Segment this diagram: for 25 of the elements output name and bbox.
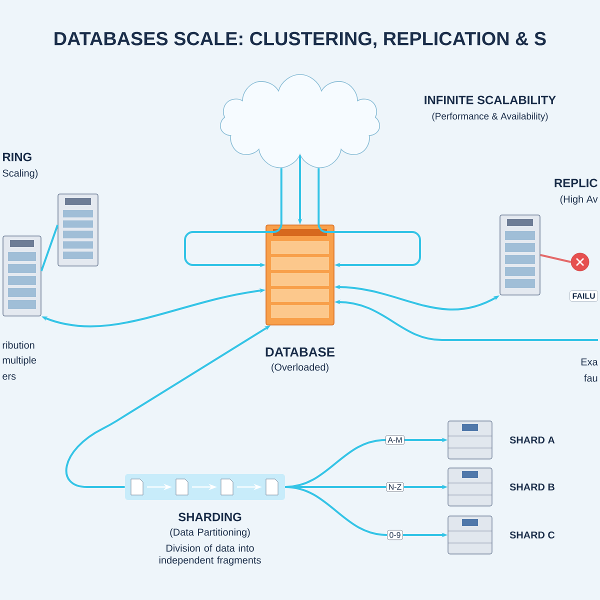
label: multiple [2, 356, 36, 366]
node-caption: (Performance & Availability) [432, 112, 548, 122]
shard-label: SHARD C [510, 531, 555, 539]
label: Scaling) [2, 169, 38, 179]
label: Exa [581, 358, 598, 366]
server-drawing [500, 214, 540, 296]
node-caption: INFINITE SCALABILITY [424, 96, 556, 104]
title: DATABASES SCALE: CLUSTERING, REPLICATION & S [54, 32, 546, 48]
node-caption: DATABASE [266, 347, 335, 357]
shard-label: SHARD A [510, 436, 555, 444]
section-heading: REPLIC [554, 178, 598, 188]
label: fau [584, 374, 598, 382]
label: ers [2, 374, 16, 380]
server-drawing [2, 236, 42, 316]
node-caption: Division of data into independent fragments [159, 544, 261, 566]
arrow [318, 168, 421, 268]
server-drawing [58, 194, 98, 266]
shard-label: SHARD B [510, 483, 554, 491]
section-heading: RING [3, 152, 32, 162]
node-caption: (Data Partitioning) [170, 528, 250, 538]
label: (High Av [560, 195, 598, 205]
node-caption: (Overloaded) [272, 363, 328, 373]
label: ribution [2, 341, 34, 349]
failure-icon [570, 252, 590, 272]
node-caption: SHARDING [178, 512, 242, 522]
